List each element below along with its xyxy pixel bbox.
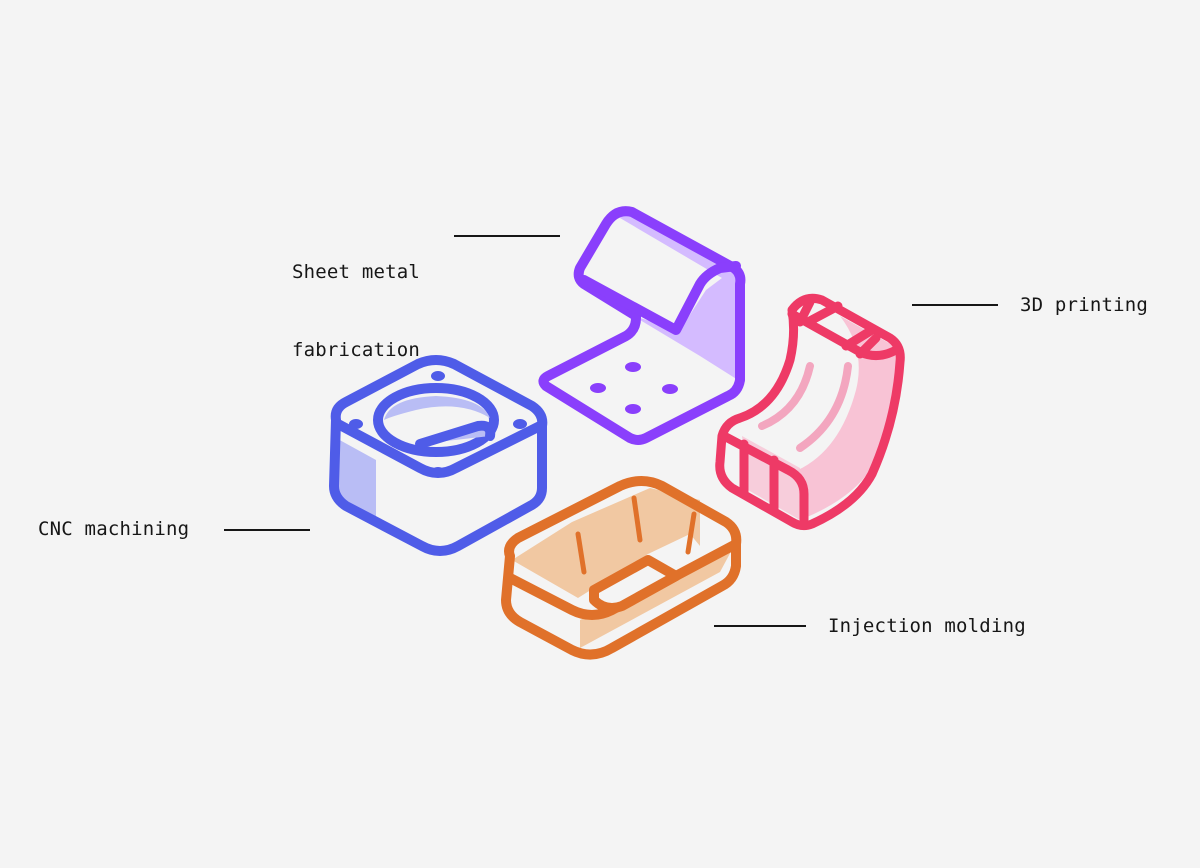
sheet-metal-bracket-icon [538, 206, 746, 445]
label-cnc-machining: CNC machining [38, 518, 190, 540]
3d-printed-part-icon [715, 293, 905, 531]
label-sheet-metal-line2: fabrication [292, 339, 421, 361]
label-3d-printing: 3D printing [1020, 294, 1149, 316]
injection-molded-part-icon [501, 476, 742, 660]
label-injection-molding: Injection molding [828, 615, 1026, 637]
leader-line-sheet-metal [454, 235, 560, 237]
label-sheet-metal-fabrication: Sheet metal fabrication [292, 207, 420, 389]
leader-line-3d-printing [912, 304, 998, 306]
leader-line-injection-molding [714, 625, 806, 627]
label-sheet-metal-line1: Sheet metal [292, 261, 421, 283]
cnc-machined-part-icon [329, 355, 548, 556]
leader-line-cnc-machining [224, 529, 310, 531]
